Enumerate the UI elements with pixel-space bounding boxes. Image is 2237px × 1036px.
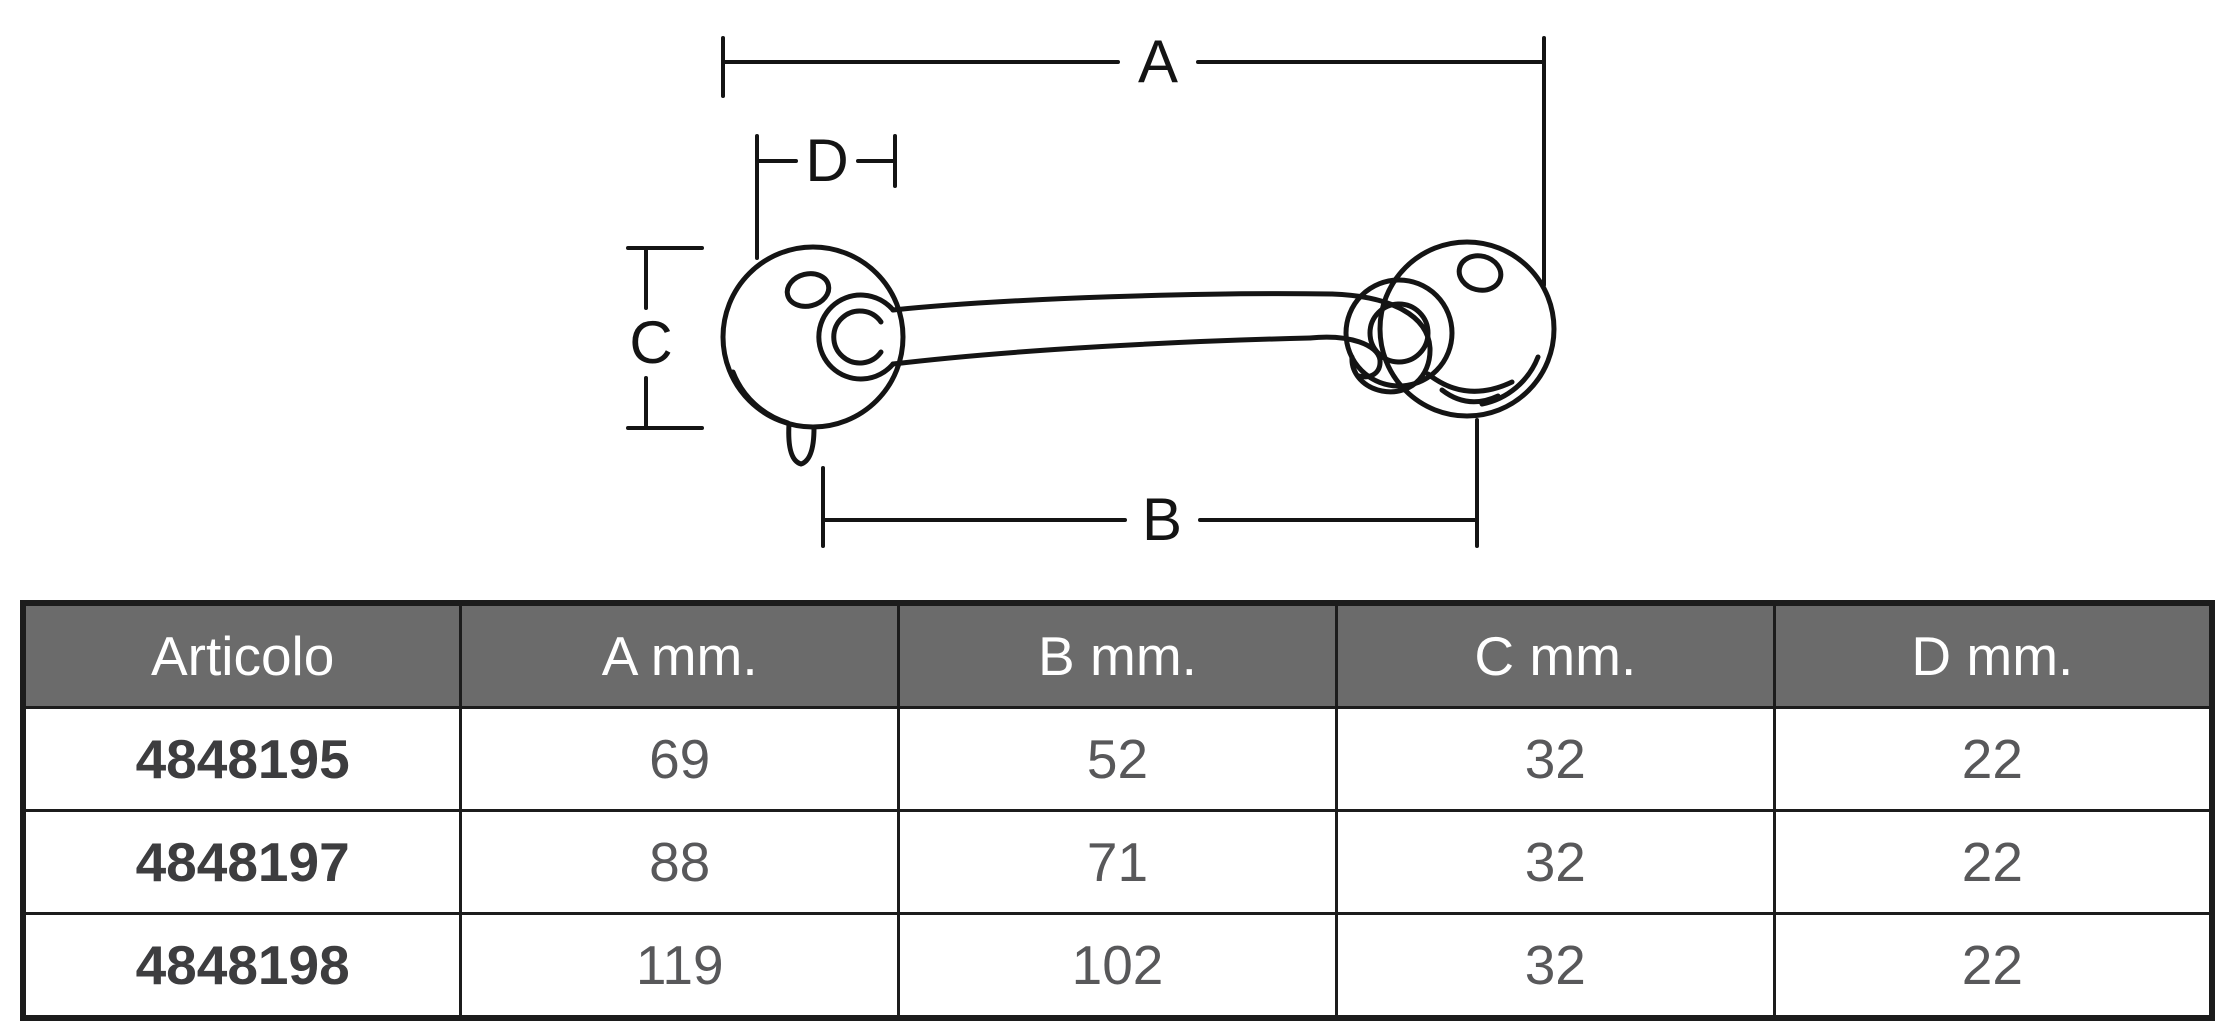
table-row: 4848197 88 71 32 22 [21,809,2214,915]
cell-c-mm: 32 [1334,706,1776,812]
spec-table: Articolo A mm. B mm. C mm. D mm. 4848195… [20,600,2215,1021]
col-header-articolo: Articolo [21,601,463,709]
dim-label-d: D [805,127,848,194]
cell-a-mm: 119 [459,912,901,1020]
cell-c-mm: 32 [1334,809,1776,915]
left-screw-hole [784,271,832,309]
right-plate [1377,239,1557,419]
cell-d-mm: 22 [1772,809,2214,915]
pivot-stub [786,421,817,467]
hook-part [720,239,1557,467]
cell-a-mm: 69 [459,706,901,812]
cell-b-mm: 52 [897,706,1338,812]
dimension-d [755,134,897,260]
cabin-hook-diagram: A D C B [626,28,1557,553]
right-screw-hole [1456,253,1504,293]
cell-articolo: 4848195 [21,706,463,812]
catch-ring-outer [1343,277,1455,389]
cell-d-mm: 22 [1772,912,2214,1020]
ring-staple-inner [1439,387,1501,405]
cell-b-mm: 102 [897,912,1338,1020]
right-plate-rim [1479,354,1541,407]
hook-eye-inner [831,308,884,366]
cell-b-mm: 71 [897,809,1338,915]
col-header-d-mm: D mm. [1772,601,2214,709]
col-header-c-mm: C mm. [1334,601,1776,709]
cell-c-mm: 32 [1334,912,1776,1020]
cell-articolo: 4848198 [21,912,463,1020]
table-row: 4848198 119 102 32 22 [21,912,2214,1020]
dim-label-b: B [1142,486,1182,553]
catch-ring-inner [1367,301,1431,365]
dimension-c [626,246,704,430]
technical-drawing: A D C B [626,28,1557,553]
header-row: Articolo A mm. B mm. C mm. D mm. [21,601,2214,709]
ring-staple-outer [1425,371,1515,394]
shaft-top [890,291,1335,313]
cell-a-mm: 88 [459,809,901,915]
col-header-a-mm: A mm. [459,601,901,709]
dim-label-a: A [1138,28,1178,95]
hook-eye-outer [816,292,896,382]
left-plate-rim [730,369,791,426]
dimension-a [721,36,1546,287]
cell-articolo: 4848197 [21,809,463,915]
dimension-b [821,418,1479,548]
col-header-b-mm: B mm. [897,601,1338,709]
dim-label-c: C [629,309,672,376]
table-row: 4848195 69 52 32 22 [21,706,2214,812]
shaft-bottom [890,335,1313,367]
cell-d-mm: 22 [1772,706,2214,812]
